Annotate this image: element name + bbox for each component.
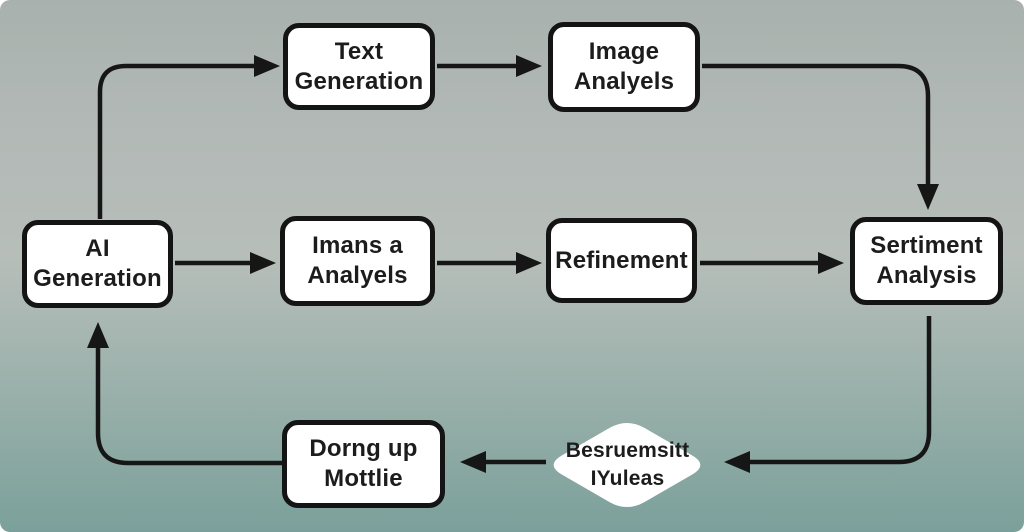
node-ai-generation: AI Generation bbox=[22, 220, 173, 308]
node-ai-generation-label: AI Generation bbox=[33, 235, 162, 292]
node-refinement-label: Refinement bbox=[555, 246, 688, 274]
node-image-analysis-mid: Imans a Analyels bbox=[280, 216, 435, 306]
arrowhead-ai-generation-to-image-analysis-mid bbox=[250, 252, 276, 274]
node-decision-label: Besruemsitt IYuleas bbox=[565, 438, 690, 490]
arrowhead-image-analysis-to-sentiment-analysis bbox=[917, 184, 939, 210]
arrowhead-model-update-to-ai-generation bbox=[87, 322, 109, 348]
edge-image-analysis-to-sentiment-analysis bbox=[702, 63, 931, 184]
arrowhead-sentiment-analysis-to-decision bbox=[724, 451, 750, 473]
node-decision: Besruemsitt IYuleas bbox=[545, 417, 710, 513]
node-image-analysis: Image Analyels bbox=[548, 22, 700, 112]
node-sentiment-analysis: Sertiment Analysis bbox=[850, 217, 1003, 305]
node-sentiment-analysis-label: Sertiment Analysis bbox=[870, 232, 983, 289]
node-text-generation-label: Text Generation bbox=[294, 37, 424, 95]
arrowhead-decision-to-model-update bbox=[460, 451, 486, 473]
edge-model-update-to-ai-generation bbox=[95, 348, 282, 466]
arrowhead-image-analysis-mid-to-refinement bbox=[516, 252, 542, 274]
decision-diamond-shape bbox=[553, 422, 701, 508]
edge-sentiment-analysis-to-decision bbox=[750, 316, 932, 465]
arrowhead-refinement-to-sentiment-analysis bbox=[818, 252, 844, 274]
arrowhead-text-generation-to-image-analysis bbox=[516, 55, 542, 77]
arrowhead-ai-generation-to-text-generation bbox=[254, 55, 280, 77]
node-model-update-label: Dorng up Mottlie bbox=[309, 435, 418, 492]
node-text-generation: Text Generation bbox=[283, 23, 435, 110]
node-image-analysis-label: Image Analyels bbox=[573, 38, 675, 95]
node-model-update: Dorng up Mottlie bbox=[282, 420, 445, 508]
node-image-analysis-mid-label: Imans a Analyels bbox=[307, 232, 408, 289]
node-refinement: Refinement bbox=[546, 218, 697, 303]
edge-ai-generation-to-text-generation bbox=[97, 63, 256, 219]
